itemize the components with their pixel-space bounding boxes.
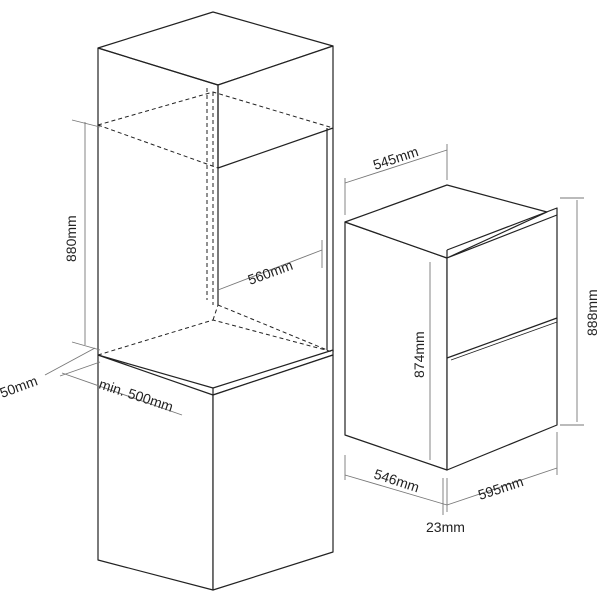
oven-body-side [344,221,448,471]
oven-drawing [344,184,558,471]
label-545mm: 545mm [371,143,420,173]
cabinet-bottom-edge [97,354,214,389]
label-560mm: 560mm [246,257,295,288]
label-874mm: 874mm [411,331,427,378]
dimension-lines [44,119,584,515]
cabinet-side-panel [97,48,214,591]
label-888mm: 888mm [584,289,600,336]
oven-compartment-divider [446,317,558,359]
label-23mm: 23mm [426,519,465,535]
cabinet-right-upright [326,128,334,352]
oven-front [446,214,558,471]
cabinet-hidden-lines [97,88,334,356]
label-880mm: 880mm [63,215,79,262]
cabinet-bottom-front [212,354,334,591]
cabinet-drawing [97,11,334,591]
label-546mm: 546mm [372,466,421,496]
label-50mm: 50mm [0,372,40,400]
cabinet-top-side [97,47,219,168]
oven-front-lip [446,207,558,258]
label-595mm: 595mm [476,473,525,503]
